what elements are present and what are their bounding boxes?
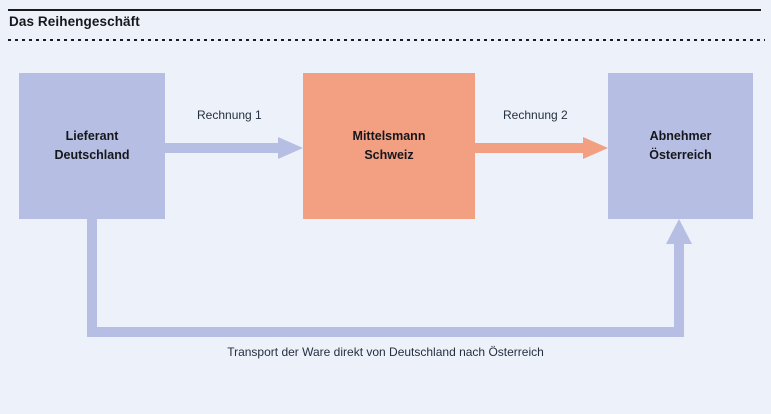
node-mittelsmann-line1: Mittelsmann	[352, 128, 426, 143]
flow-label-rechnung-1: Rechnung 1	[197, 108, 262, 122]
arrow-stem	[165, 143, 279, 153]
flow-label-rechnung-2: Rechnung 2	[503, 108, 568, 122]
node-abnehmer-line2: Österreich	[649, 148, 712, 162]
arrow-right-icon-rechnung-1	[165, 137, 303, 159]
node-lieferant-deutschland: Lieferant Deutschland	[19, 73, 165, 219]
arrow-up-icon-transport	[666, 219, 692, 244]
node-abnehmer-oesterreich: Abnehmer Österreich	[608, 73, 753, 219]
page-title: Das Reihengeschäft	[9, 14, 140, 29]
arrow-head	[278, 137, 303, 159]
arrow-head	[583, 137, 608, 159]
arrow-stem	[475, 143, 584, 153]
header-top-rule	[8, 9, 761, 11]
node-lieferant-line1: Lieferant	[65, 128, 119, 143]
node-mittelsmann-schweiz: Mittelsmann Schweiz	[303, 73, 475, 219]
transport-path-right-segment	[674, 243, 684, 337]
header-bottom-dotted-rule	[8, 39, 765, 41]
node-lieferant-line2: Deutschland	[54, 148, 130, 162]
transport-caption: Transport der Ware direkt von Deutschlan…	[227, 345, 544, 359]
transport-path-left-segment	[87, 219, 97, 337]
transport-path-bottom-segment	[87, 327, 684, 337]
arrow-right-icon-rechnung-2	[475, 137, 608, 159]
node-abnehmer-line1: Abnehmer	[649, 128, 712, 143]
node-mittelsmann-line2: Schweiz	[364, 148, 414, 162]
